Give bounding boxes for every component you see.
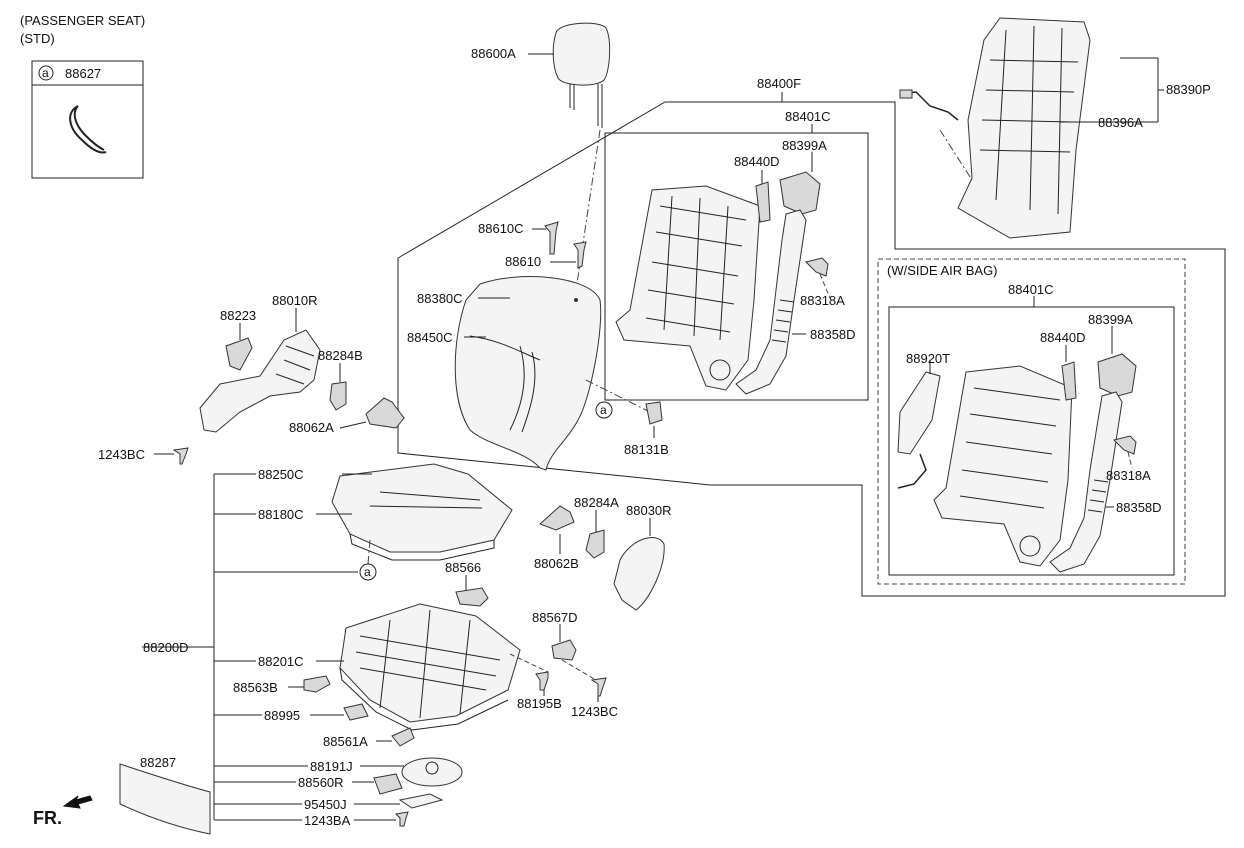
label-88180C: 88180C <box>258 507 304 522</box>
label-88401C-airbag: 88401C <box>1008 282 1054 297</box>
knob-88561A <box>391 727 415 747</box>
label-88010R: 88010R <box>272 293 318 308</box>
unit-95450J <box>398 793 444 809</box>
label-1243BA: 1243BA <box>304 813 351 828</box>
label-88284B: 88284B <box>318 348 363 363</box>
label-88195B: 88195B <box>517 696 562 711</box>
bracket-88567D <box>551 639 577 661</box>
label-88250C: 88250C <box>258 467 304 482</box>
label-88561A: 88561A <box>323 734 368 749</box>
back-assembly-outline <box>397 101 1226 597</box>
header-passenger-seat: (PASSENGER SEAT) <box>20 13 145 28</box>
cover-88223 <box>225 337 253 371</box>
side-cover-88030R <box>613 536 665 611</box>
bracket-88566 <box>455 587 489 607</box>
front-arrow-icon <box>62 795 93 809</box>
headrest-guides <box>544 221 587 269</box>
airbag-seatback-frame <box>933 365 1073 567</box>
label-88284A: 88284A <box>574 495 619 510</box>
cushion-frame-88201C <box>339 603 521 731</box>
switch-88560R <box>373 773 403 795</box>
label-88610: 88610 <box>505 254 541 269</box>
back-cover-88390P <box>957 17 1091 239</box>
label-88567D: 88567D <box>532 610 578 625</box>
airbag-box-title: (W/SIDE AIR BAG) <box>887 263 998 278</box>
seat-cushion <box>331 463 513 561</box>
headrest <box>552 22 611 128</box>
airbag-frame-box <box>888 306 1175 576</box>
clip-icon <box>69 105 107 154</box>
label-88030R: 88030R <box>626 503 672 518</box>
seatback-frame <box>615 185 761 391</box>
label-88920T: 88920T <box>906 351 950 366</box>
bolster-pad-88399A-airbag <box>1097 353 1137 397</box>
trim-88287 <box>119 763 211 835</box>
label-88995: 88995 <box>264 708 300 723</box>
bracket-88062B <box>539 505 575 531</box>
label-88600A: 88600A <box>471 46 516 61</box>
label-88390P: 88390P <box>1166 82 1211 97</box>
label-88358D-airbag: 88358D <box>1116 500 1162 515</box>
label-88131B: 88131B <box>624 442 669 457</box>
label-88560R: 88560R <box>298 775 344 790</box>
screw-1243BA <box>394 811 409 827</box>
label-88440D-airbag: 88440D <box>1040 330 1086 345</box>
callout-marker-cushion: a <box>364 565 371 579</box>
bracket-88318A <box>805 257 829 277</box>
label-88563B: 88563B <box>233 680 278 695</box>
label-1243BC-a: 1243BC <box>98 447 145 462</box>
seatback-cushion <box>454 276 602 471</box>
label-88200D: 88200D <box>143 640 189 655</box>
label-88399A: 88399A <box>782 138 827 153</box>
bracket-88284A <box>585 529 605 559</box>
label-88223: 88223 <box>220 308 256 323</box>
airbag-box <box>877 258 1186 585</box>
label-88191J: 88191J <box>310 759 353 774</box>
label-88062B: 88062B <box>534 556 579 571</box>
label-88399A-airbag: 88399A <box>1088 312 1133 327</box>
bolt-88195B <box>535 671 549 691</box>
legend-part-88627: 88627 <box>65 66 101 81</box>
label-88287: 88287 <box>140 755 176 770</box>
legend-marker-a: a <box>42 66 49 80</box>
bracket-88440D-airbag <box>1061 361 1077 401</box>
bracket-88284B <box>329 381 347 411</box>
knob-88563B <box>303 675 331 693</box>
label-88610C: 88610C <box>478 221 524 236</box>
bracket-88062A <box>365 397 405 429</box>
bracket-88318A-airbag <box>1113 435 1137 455</box>
label-1243BC-b: 1243BC <box>571 704 618 719</box>
label-88566: 88566 <box>445 560 481 575</box>
bolster-pad-88399A <box>779 171 821 215</box>
module-88995 <box>343 703 369 721</box>
header-std: (STD) <box>20 31 55 46</box>
label-88440D: 88440D <box>734 154 780 169</box>
label-88201C: 88201C <box>258 654 304 669</box>
label-88396A: 88396A <box>1098 115 1143 130</box>
label-88358D: 88358D <box>810 327 856 342</box>
frame-box <box>604 132 869 401</box>
clip-88131B <box>645 401 663 425</box>
unit-88191J <box>401 757 463 787</box>
label-88450C: 88450C <box>407 330 453 345</box>
legend-box: a 88627 <box>31 60 144 179</box>
callout-marker-back: a <box>600 403 607 417</box>
label-88400F: 88400F <box>757 76 801 91</box>
front-label: FR. <box>33 808 62 828</box>
airbag-module-88920T <box>897 371 941 455</box>
side-shield-88010R <box>199 329 321 433</box>
screw-1243BC-a <box>172 447 189 465</box>
duct-88358D <box>735 209 807 395</box>
label-88401C: 88401C <box>785 109 831 124</box>
label-95450J: 95450J <box>304 797 347 812</box>
label-88062A: 88062A <box>289 420 334 435</box>
screw-1243BC-b <box>590 677 607 697</box>
bracket-88440D <box>755 181 771 223</box>
label-88318A-airbag: 88318A <box>1106 468 1151 483</box>
duct-88358D-airbag <box>1049 391 1123 573</box>
label-88318A: 88318A <box>800 293 845 308</box>
label-88380C: 88380C <box>417 291 463 306</box>
